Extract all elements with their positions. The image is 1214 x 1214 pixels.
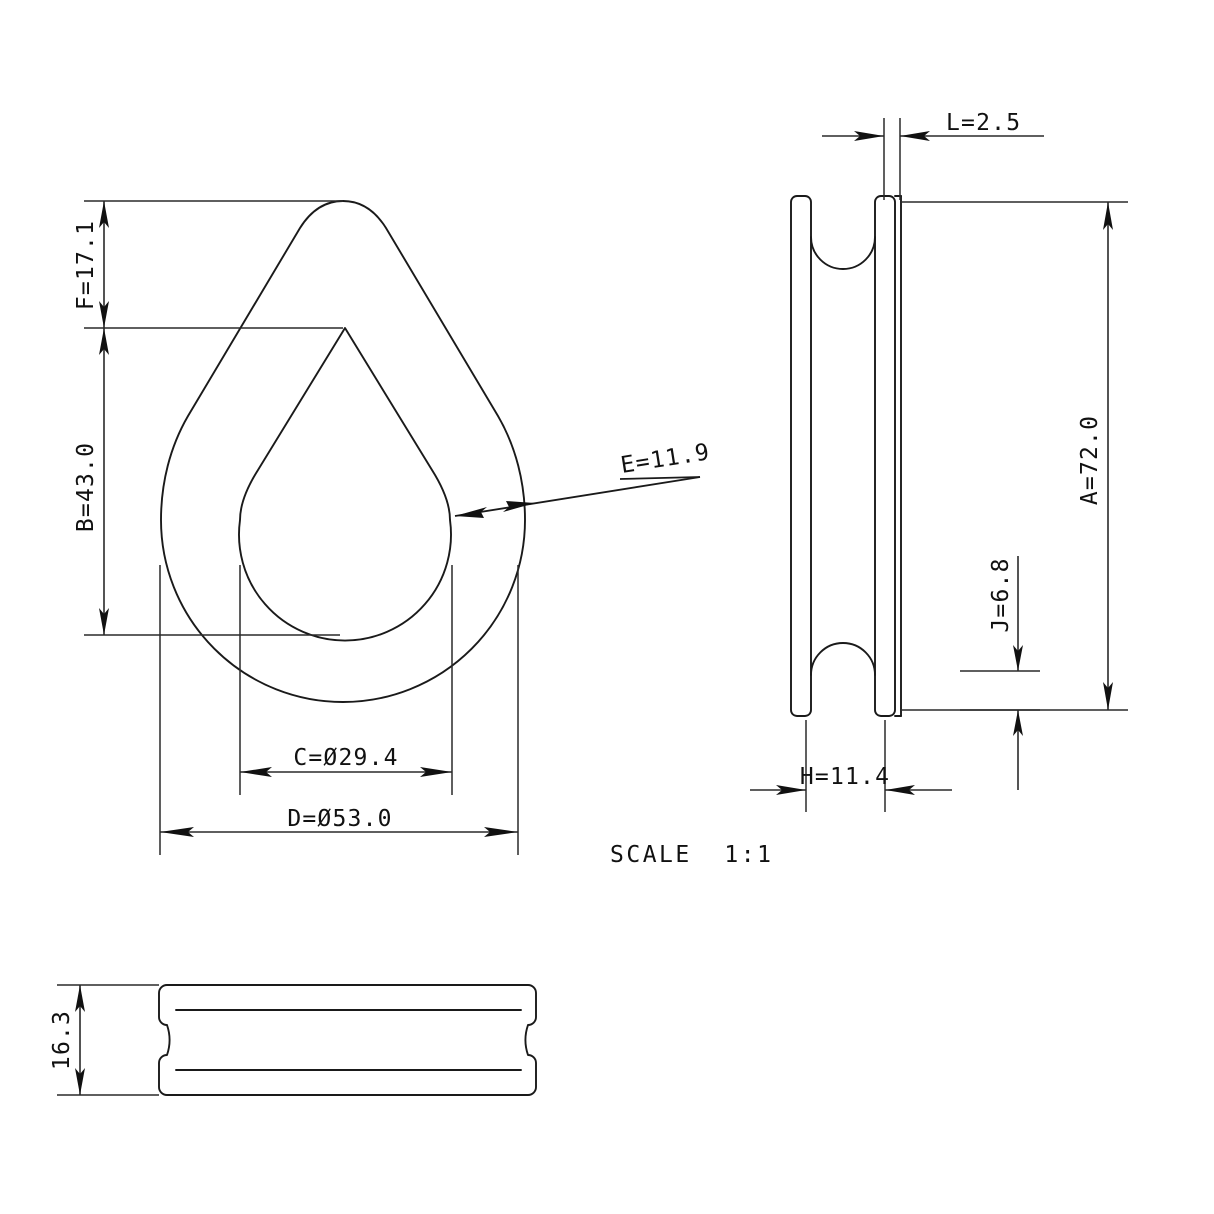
dim-label-A: A=72.0 — [1077, 415, 1103, 505]
arrow-L-left — [854, 131, 884, 141]
scale-note: SCALE 1:1 — [610, 842, 773, 868]
arrow-L-right — [900, 131, 930, 141]
thimble-outer-profile — [160, 200, 526, 703]
dimension-L: L=2.5 — [822, 110, 1044, 200]
arrow-B-bottom — [99, 608, 109, 635]
dim-label-thickness: 16.3 — [49, 1010, 75, 1070]
side-right-flange — [874, 195, 896, 717]
dimension-C: C=Ø29.4 — [239, 565, 453, 795]
arrow-thickness-bottom — [75, 1068, 85, 1095]
bottom-view-thimble — [158, 984, 537, 1096]
dim-label-H: H=11.4 — [800, 764, 890, 790]
arrow-J-top — [1013, 645, 1023, 671]
dim-label-C: C=Ø29.4 — [293, 745, 398, 771]
dimension-thickness: 16.3 — [49, 984, 159, 1096]
arrow-E-outer — [503, 501, 535, 512]
arrow-J-bottom — [1013, 710, 1023, 736]
side-left-flange — [790, 195, 812, 717]
arrow-thickness-top — [75, 985, 85, 1012]
dimension-F: F=17.1 — [73, 200, 343, 329]
arrow-H-right — [885, 785, 915, 795]
dim-label-B: B=43.0 — [73, 442, 99, 532]
arrow-E-inner — [455, 507, 487, 518]
arrow-H-left — [776, 785, 806, 795]
arrow-D-right — [484, 827, 518, 837]
arrow-A-bottom — [1103, 682, 1113, 710]
arrow-C-left — [240, 767, 272, 777]
arrow-F-top — [99, 201, 109, 228]
side-view-thimble — [790, 195, 902, 717]
arrow-C-right — [420, 767, 452, 777]
side-groove-arc-top — [810, 236, 876, 270]
side-groove-arc-bottom — [810, 642, 876, 676]
leader-line-E — [454, 476, 701, 517]
bottom-spool-profile — [158, 984, 537, 1096]
dimension-D: D=Ø53.0 — [159, 565, 519, 855]
dim-label-J: J=6.8 — [988, 557, 1014, 632]
arrow-F-bottom — [99, 301, 109, 328]
arrow-A-top — [1103, 202, 1113, 230]
dimension-J: J=6.8 — [960, 556, 1040, 790]
arrow-B-top — [99, 328, 109, 355]
dim-label-D: D=Ø53.0 — [287, 806, 392, 832]
arrow-D-left — [160, 827, 194, 837]
dim-label-F: F=17.1 — [73, 220, 99, 310]
thimble-inner-profile — [238, 327, 452, 642]
front-view-thimble — [160, 200, 526, 703]
leader-underline-E — [619, 476, 701, 480]
dim-label-L: L=2.5 — [946, 110, 1021, 136]
dimension-H: H=11.4 — [750, 720, 952, 812]
dimension-B: B=43.0 — [73, 328, 340, 636]
